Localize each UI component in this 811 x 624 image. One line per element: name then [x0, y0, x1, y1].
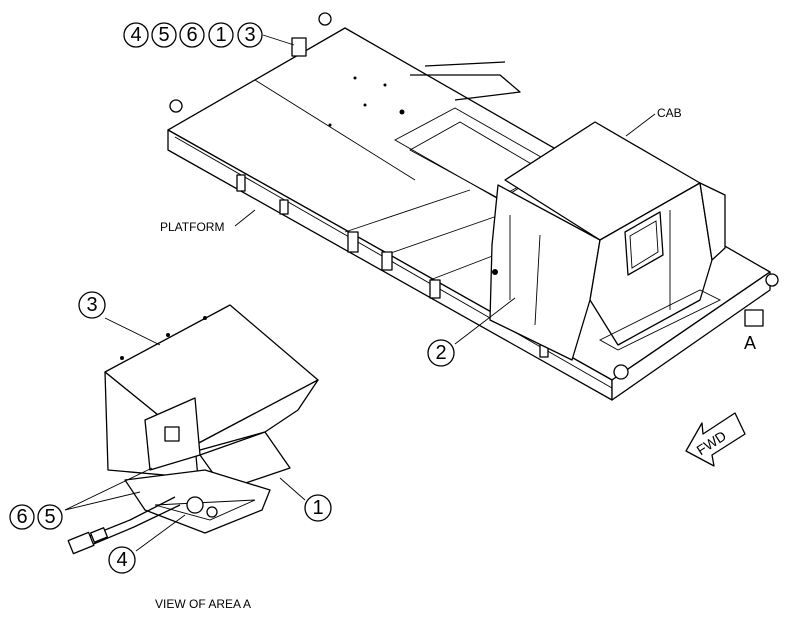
area-a-marker: A: [744, 333, 756, 353]
callout-2-number: 2: [435, 342, 446, 364]
callout-top-1: 4: [130, 24, 141, 46]
callout-group-top: 4 5 6 1 3: [123, 22, 263, 48]
fwd-arrow-icon: FWD: [685, 412, 746, 467]
callout-top-4: 1: [215, 24, 226, 46]
view-caption: VIEW OF AREA A: [155, 597, 251, 611]
platform-label: PLATFORM: [160, 220, 224, 234]
callout-top-3: 6: [186, 24, 197, 46]
leader-lines: [64, 34, 656, 552]
callout-3: 3: [78, 291, 106, 319]
callout-3-number: 3: [86, 294, 97, 316]
callout-4-number: 4: [116, 549, 127, 571]
callout-left-1: 6: [16, 506, 27, 528]
callout-top-2: 5: [158, 24, 169, 46]
cab-label: CAB: [657, 106, 682, 120]
callout-2: 2: [427, 339, 455, 367]
callout-4: 4: [108, 546, 136, 574]
callout-1-number: 1: [312, 497, 323, 519]
detail-view-area-a: [67, 304, 319, 555]
callout-1: 1: [304, 494, 332, 522]
callout-group-left: 6 5: [9, 504, 63, 530]
cab-assembly: [489, 121, 764, 361]
callout-top-5: 3: [244, 24, 255, 46]
callout-left-2: 5: [44, 506, 55, 528]
